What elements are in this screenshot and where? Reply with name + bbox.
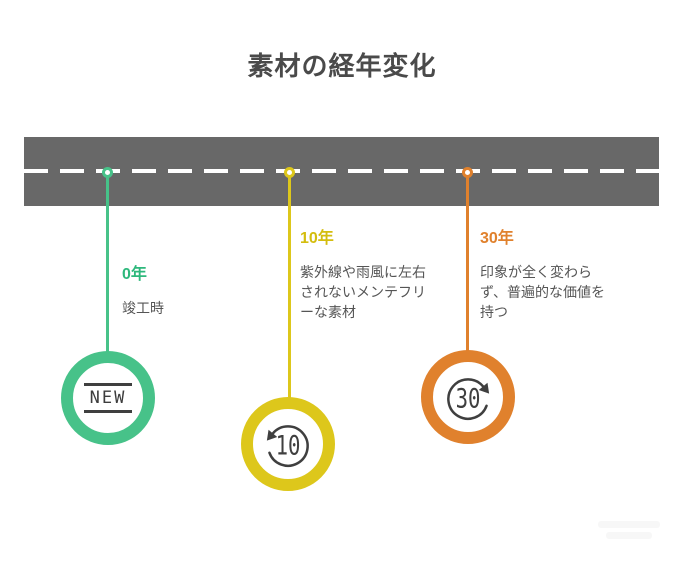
rotate-icon-number: 30 xyxy=(456,383,481,414)
stage-ring-badge: NEW xyxy=(61,351,155,445)
stage-connector-line xyxy=(287,172,291,400)
stage-connector-line xyxy=(105,172,109,352)
stage-marker-dot xyxy=(283,167,295,178)
stage-description: 印象が全く変わら ず、普遍的な価値を 持つ xyxy=(480,264,606,320)
stage-marker-dot xyxy=(461,167,473,178)
stage-description: 紫外線や雨風に左右 されないメンテフリ ーな素材 xyxy=(300,264,426,320)
road-center-dashed-line xyxy=(24,169,659,173)
stage-connector-line xyxy=(465,172,469,353)
rotate-icon-number: 10 xyxy=(276,430,301,461)
stage-text-block: 30年 印象が全く変わら ず、普遍的な価値を 持つ xyxy=(480,228,630,322)
watermark-smudge xyxy=(598,521,660,528)
page-title: 素材の経年変化 xyxy=(247,51,437,81)
watermark-smudge xyxy=(606,532,652,539)
road-graphic xyxy=(24,137,659,206)
watermark xyxy=(598,521,660,545)
stage-label: 30年 xyxy=(480,230,514,247)
stage-marker-dot xyxy=(101,167,113,178)
stage-label: 10年 xyxy=(300,230,334,247)
stage-text-block: 0年 竣工時 xyxy=(122,264,272,318)
new-sign-top-rule xyxy=(84,383,132,386)
rotate-cw-30-icon: 30 xyxy=(447,378,490,420)
stage-text-block: 10年 紫外線や雨風に左右 されないメンテフリ ーな素材 xyxy=(300,228,450,322)
stage-ring-badge: 30 xyxy=(421,350,515,444)
new-sign-icon: NEW xyxy=(84,383,132,413)
stage-ring-badge: 10 xyxy=(241,397,335,491)
stage-label: 0年 xyxy=(122,266,147,283)
stage-description: 竣工時 xyxy=(122,300,164,316)
rotate-ccw-10-icon: 10 xyxy=(266,425,309,467)
new-sign-bottom-rule xyxy=(84,410,132,413)
new-sign-text: NEW xyxy=(89,388,127,408)
